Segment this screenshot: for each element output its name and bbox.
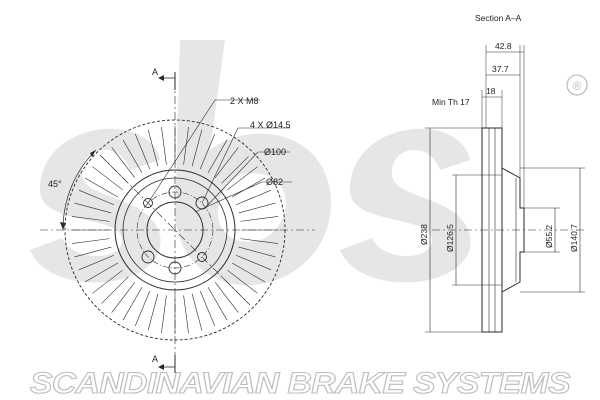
angle-arc	[62, 149, 97, 231]
bolt-hole	[143, 198, 153, 208]
cooling-vane	[221, 156, 249, 184]
section-arrowhead-bottom	[158, 364, 164, 370]
cooling-vane	[92, 166, 123, 191]
cooling-vane	[238, 246, 276, 258]
dim-thickness: 18	[486, 86, 496, 96]
dim-center-bore: Ø55.2	[544, 225, 554, 248]
cooling-vane	[84, 177, 118, 198]
cooling-vane	[134, 290, 151, 327]
cooling-vanes	[71, 126, 279, 334]
cooling-vane	[84, 262, 118, 283]
cooling-vane	[111, 282, 136, 313]
cooling-vane	[147, 129, 159, 167]
wheel-stud-hole	[141, 250, 155, 264]
cooling-vane	[227, 269, 258, 294]
cooling-vane	[227, 166, 258, 191]
section-marker-top: A	[152, 67, 158, 77]
cooling-vane	[134, 133, 151, 170]
holes-label: 4 X Ø14.5	[250, 120, 291, 130]
cooling-vane	[183, 295, 189, 334]
angle-arrow	[60, 222, 66, 230]
cooling-vane	[240, 216, 279, 222]
leader-center	[194, 181, 292, 213]
cooling-vane	[235, 189, 272, 206]
sbs-watermark-logo	[30, 40, 471, 286]
cooling-vane	[122, 287, 143, 321]
min-thickness-label: Min Th 17	[432, 97, 470, 107]
registered-mark-circle	[566, 74, 588, 96]
registered-mark: ®	[573, 79, 582, 93]
bolt-hole	[197, 252, 207, 262]
dim-hub-face: Ø140.7	[569, 224, 579, 252]
cooling-vane	[240, 238, 279, 244]
cooling-vane	[92, 269, 123, 294]
dim-outer-diameter: Ø238	[419, 224, 429, 245]
cooling-vane	[207, 287, 228, 321]
cooling-vane	[78, 189, 115, 206]
cooling-vane	[214, 147, 239, 178]
dim-overall-width: 42.8	[495, 41, 512, 51]
cooling-vane	[111, 147, 136, 178]
cooling-vane	[147, 293, 159, 331]
cooling-vane	[101, 276, 129, 304]
dim-hat-outer: Ø126.5	[445, 224, 455, 252]
pcd-label: Ø100	[264, 147, 286, 157]
cooling-vane	[78, 254, 115, 271]
cooling-vane	[199, 290, 216, 327]
cooling-vane	[235, 254, 272, 271]
cooling-vane	[191, 129, 203, 167]
cooling-vane	[199, 133, 216, 170]
cooling-vane	[71, 238, 110, 244]
brand-watermark-text: SCANDINAVIAN BRAKE SYSTEMS	[30, 367, 571, 400]
section-marker-bottom: A	[152, 354, 158, 364]
section-view: Section A–A 42.8 37.7 18 Min Th 17 Ø238 …	[419, 13, 585, 333]
dim-hat-depth: 37.7	[492, 64, 509, 74]
cooling-vane	[161, 126, 167, 165]
cooling-vane	[74, 246, 112, 258]
front-view: 45° A A 2 X M8 4 X Ø14.5 Ø100 Ø82	[40, 67, 315, 373]
cooling-vane	[71, 216, 110, 222]
leader-holes	[201, 127, 290, 204]
section-title: Section A–A	[475, 13, 522, 23]
cooling-vane	[161, 295, 167, 334]
center-line-diagonal	[99, 154, 251, 306]
cooling-vane	[183, 126, 189, 165]
cooling-vane	[232, 262, 266, 283]
section-arrowhead-top	[158, 75, 164, 81]
leader-bolts	[147, 99, 260, 204]
angle-label: 45°	[48, 179, 62, 189]
cooling-vane	[207, 139, 228, 173]
cooling-vane	[122, 139, 143, 173]
cooling-vane	[238, 202, 276, 214]
bolts-label: 2 X M8	[230, 96, 259, 106]
cooling-vane	[232, 177, 266, 198]
angle-arrow	[90, 150, 96, 157]
cooling-vane	[214, 282, 239, 313]
cooling-vane	[191, 293, 203, 331]
center-label: Ø82	[266, 177, 283, 187]
cooling-vane	[74, 202, 112, 214]
leader-pcd	[204, 151, 290, 209]
